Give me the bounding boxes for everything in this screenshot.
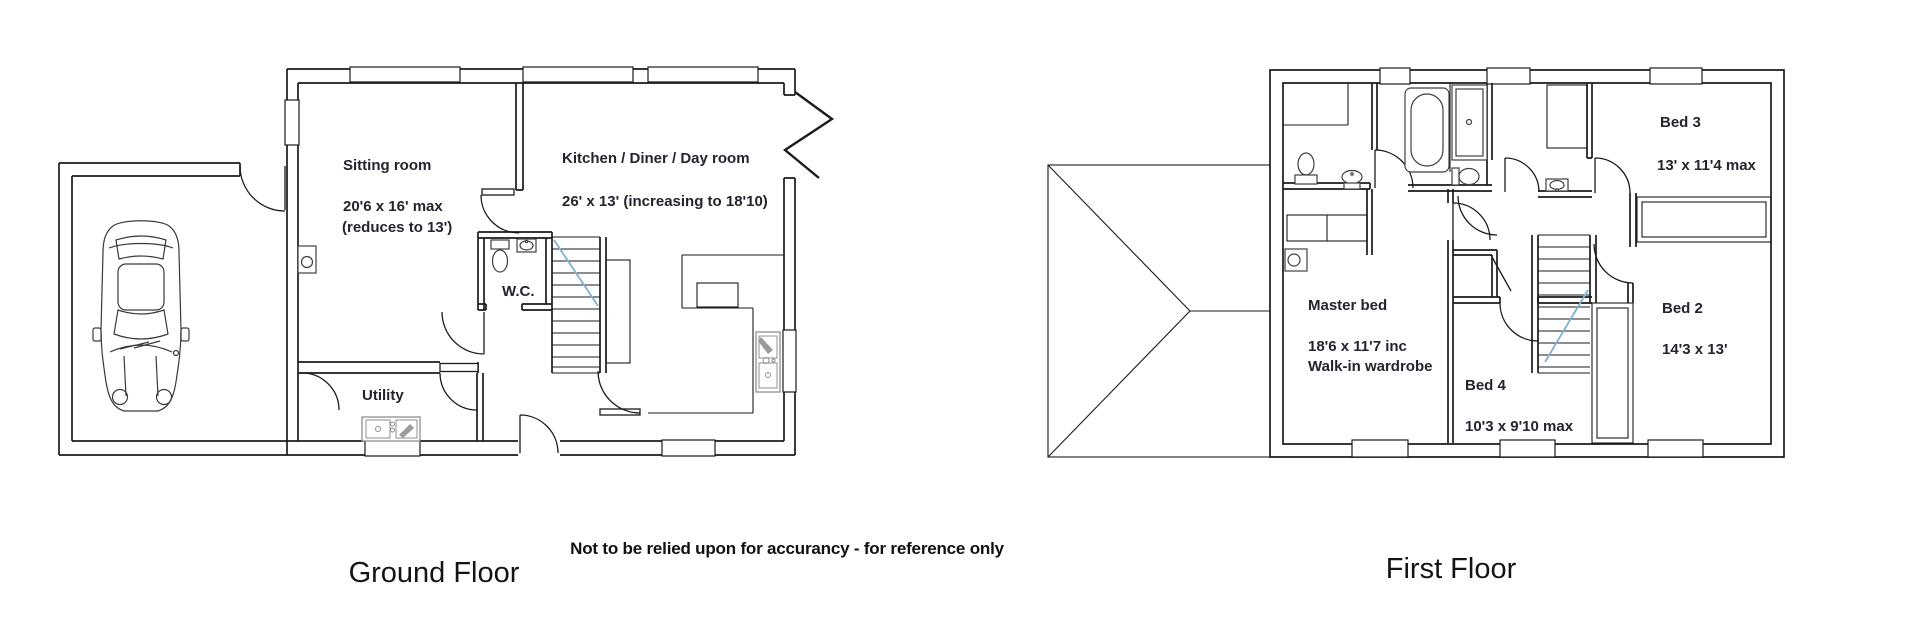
- sitting-room-dims: 20'6 x 16' max: [343, 198, 443, 215]
- wc-toilet-icon: [490, 239, 510, 273]
- first-exterior-walls: [1269, 69, 1785, 458]
- utility-sink-icon: [361, 416, 421, 442]
- master-bed-label: Master bed: [1308, 297, 1387, 314]
- kitchen-sink-icon: [755, 331, 781, 393]
- stair-direction-line: [553, 239, 599, 307]
- ground-floor-plan: Sitting room 20'6 x 16' max (reduces to …: [58, 66, 835, 457]
- master-bed-dims2: Walk-in wardrobe: [1308, 358, 1432, 375]
- ground-windows: [284, 66, 797, 457]
- wc-sink-icon: [516, 238, 537, 253]
- ground-floor-caption: Ground Floor: [349, 557, 520, 589]
- disclaimer-text: Not to be relied upon for accurancy - fo…: [570, 539, 1004, 558]
- ground-interior-walls: [298, 83, 784, 441]
- bath-icon: [1404, 87, 1450, 173]
- bed3-label: Bed 3: [1660, 114, 1701, 131]
- master-bed-dims: 18'6 x 11'7 inc: [1308, 338, 1407, 355]
- first-windows: [1351, 67, 1704, 458]
- built-in-wardrobes: [1284, 84, 1772, 444]
- ground-staircase: [552, 236, 600, 374]
- utility-label: Utility: [362, 387, 404, 404]
- ground-doors: [239, 165, 641, 454]
- stair-direction-line: [1544, 289, 1589, 363]
- wc-label: W.C.: [502, 283, 535, 300]
- wall-break-icon: [782, 91, 835, 179]
- bed2-label: Bed 2: [1662, 300, 1703, 317]
- first-doors: [1374, 149, 1634, 342]
- bed2-dims: 14'3 x 13': [1662, 341, 1728, 358]
- roof-plan: [1047, 164, 1271, 458]
- shower-room-sink-icon: [1545, 178, 1569, 192]
- bed4-label: Bed 4: [1465, 377, 1507, 394]
- ensuite-sink-icon: [1341, 169, 1363, 190]
- radiator-icon: [297, 245, 317, 274]
- bathroom-toilet-icon: [1451, 167, 1480, 186]
- first-floor-caption: First Floor: [1386, 553, 1517, 585]
- first-staircase: [1531, 234, 1597, 374]
- kitchen-label: Kitchen / Diner / Day room: [562, 150, 750, 167]
- sitting-room-dims2: (reduces to 13'): [342, 219, 452, 236]
- kitchen-dims: 26' x 13' (increasing to 18'10): [562, 193, 768, 210]
- car-icon: [92, 220, 190, 412]
- first-floor-plan: Bed 3 13' x 11'4 max Master bed 18'6 x 1…: [1047, 67, 1785, 458]
- shower-icon: [1451, 84, 1488, 161]
- ground-exterior-walls: [58, 68, 796, 456]
- ensuite-toilet-icon: [1294, 152, 1318, 185]
- bed3-dims: 13' x 11'4 max: [1657, 157, 1757, 174]
- sitting-room-label: Sitting room: [343, 157, 431, 174]
- bed4-dims: 10'3 x 9'10 max: [1465, 418, 1574, 435]
